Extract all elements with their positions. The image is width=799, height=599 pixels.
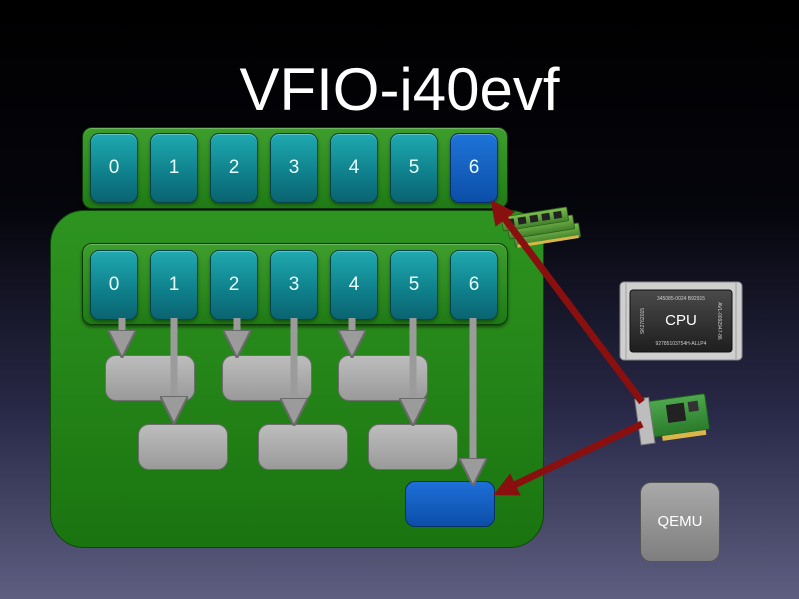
red-arrow-to-vf-queue (490, 199, 645, 405)
guest-queue-2: 2 (210, 250, 258, 320)
guest-queue-3: 3 (270, 250, 318, 320)
vf-queue-5: 5 (390, 133, 438, 203)
vf-queue-6: 6 (450, 133, 498, 203)
guest-queue-6: 6 (450, 250, 498, 320)
flow-arrows (122, 318, 473, 472)
vf-queue-1: 1 (150, 133, 198, 203)
network-card-icon (634, 393, 710, 446)
cpu-text-line: 345085-0024 B92915 (657, 296, 705, 302)
vf-queue-0: 0 (90, 133, 138, 203)
vf-queue-4: 4 (330, 133, 378, 203)
cpu-text-line: SK2762015 (640, 308, 646, 334)
guest-queue-5: 5 (390, 250, 438, 320)
page-title: VFIO-i40evf (239, 56, 560, 123)
cpu-text-line: AVL-0092947-86 (716, 302, 722, 340)
cpu-chip-icon: CPU 345085-0024 B92915 92785103754H-ALLP… (619, 281, 743, 361)
red-arrow-to-dma-box (493, 420, 644, 496)
guest-queue-0: 0 (90, 250, 138, 320)
vf-queue-2: 2 (210, 133, 258, 203)
dma-target-box (405, 481, 495, 527)
process-box (138, 424, 228, 470)
dma-arrows (490, 199, 645, 496)
cpu-label: CPU (665, 312, 697, 329)
qemu-box: QEMU (640, 482, 720, 562)
vf-queue-3: 3 (270, 133, 318, 203)
process-box (105, 355, 195, 401)
cpu-text-line: 92785103754H-ALLP4 (656, 341, 707, 347)
guest-queue-1: 1 (150, 250, 198, 320)
process-box (258, 424, 348, 470)
